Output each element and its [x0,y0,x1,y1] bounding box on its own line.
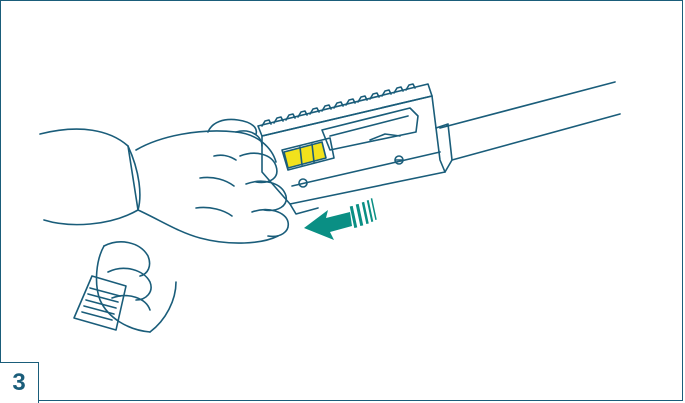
barrel [440,82,620,160]
bolt-highlight [284,142,326,168]
direction-arrow-icon [304,198,377,240]
step-label-box: 3 [0,362,39,403]
step-number: 3 [12,371,25,395]
support-hand [74,242,176,332]
hand-icon [40,120,288,244]
rifle-icon [258,84,452,214]
